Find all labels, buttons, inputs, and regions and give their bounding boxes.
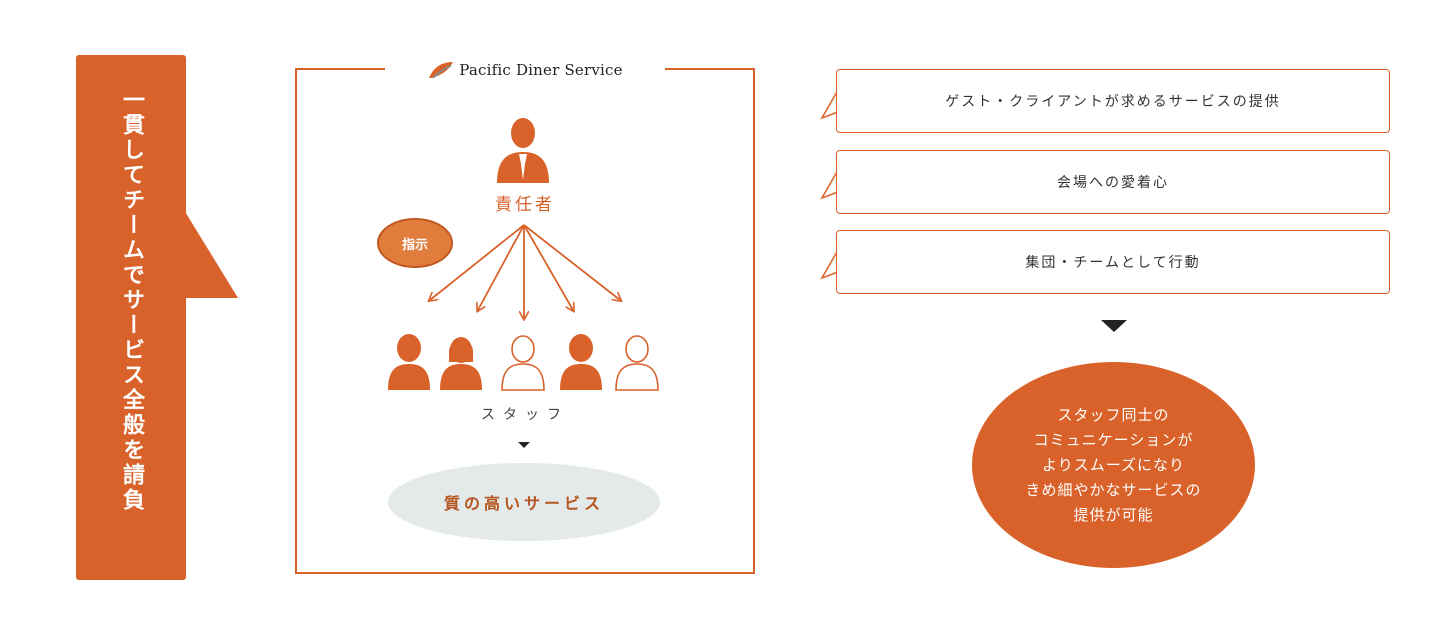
banner-heading-text: 一貫してチームでサービス全般を請負 [119, 88, 144, 513]
brand-leaf-icon [429, 62, 454, 79]
banner-heading: 一貫してチームでサービス全般を請負 [76, 88, 186, 558]
leader-person-icon [497, 118, 549, 183]
arrow-4 [523, 224, 573, 310]
benefit-bubble: 会場への愛着心 [836, 150, 1390, 214]
brand-name: Pacific Diner Service [459, 61, 623, 79]
banner-box [76, 55, 186, 580]
staff-person-icon [560, 334, 602, 390]
down-triangle-small-icon [518, 442, 530, 448]
staff-person-outline-icon [501, 335, 545, 391]
outcome-line: よりスムーズになり [1042, 455, 1185, 474]
instruction-arrows [430, 224, 620, 318]
staff-person-outline-icon [615, 335, 659, 391]
benefit-bubble: ゲスト・クライアントが求めるサービスの提供 [836, 69, 1390, 133]
outcome-line: 提供が可能 [1073, 505, 1154, 524]
arrow-1 [430, 224, 525, 300]
arrow-2 [478, 224, 525, 310]
staff-label: スタッフ [481, 407, 569, 423]
banner-pointer [184, 210, 238, 298]
outcome-line: コミュニケーションが [1033, 430, 1194, 449]
bubble-tails [820, 89, 839, 280]
quality-service-ellipse: 質の高いサービス [388, 463, 660, 541]
brand-header: Pacific Diner Service [385, 56, 665, 84]
leader-label: 責任者 [495, 195, 555, 215]
down-triangle-icon [1101, 320, 1127, 332]
benefit-bubble: 集団・チームとして行動 [836, 230, 1390, 294]
staff-person-icon [388, 334, 430, 390]
instruction-badge: 指示 [377, 218, 453, 268]
arrow-5 [523, 224, 620, 300]
outcome-line: スタッフ同士の [1057, 405, 1170, 424]
staff-person-icon [440, 337, 482, 390]
outcome-line: きめ細やかなサービスの [1025, 480, 1202, 499]
outcome-circle: スタッフ同士の コミュニケーションが よりスムーズになり きめ細やかなサービスの… [972, 362, 1255, 568]
